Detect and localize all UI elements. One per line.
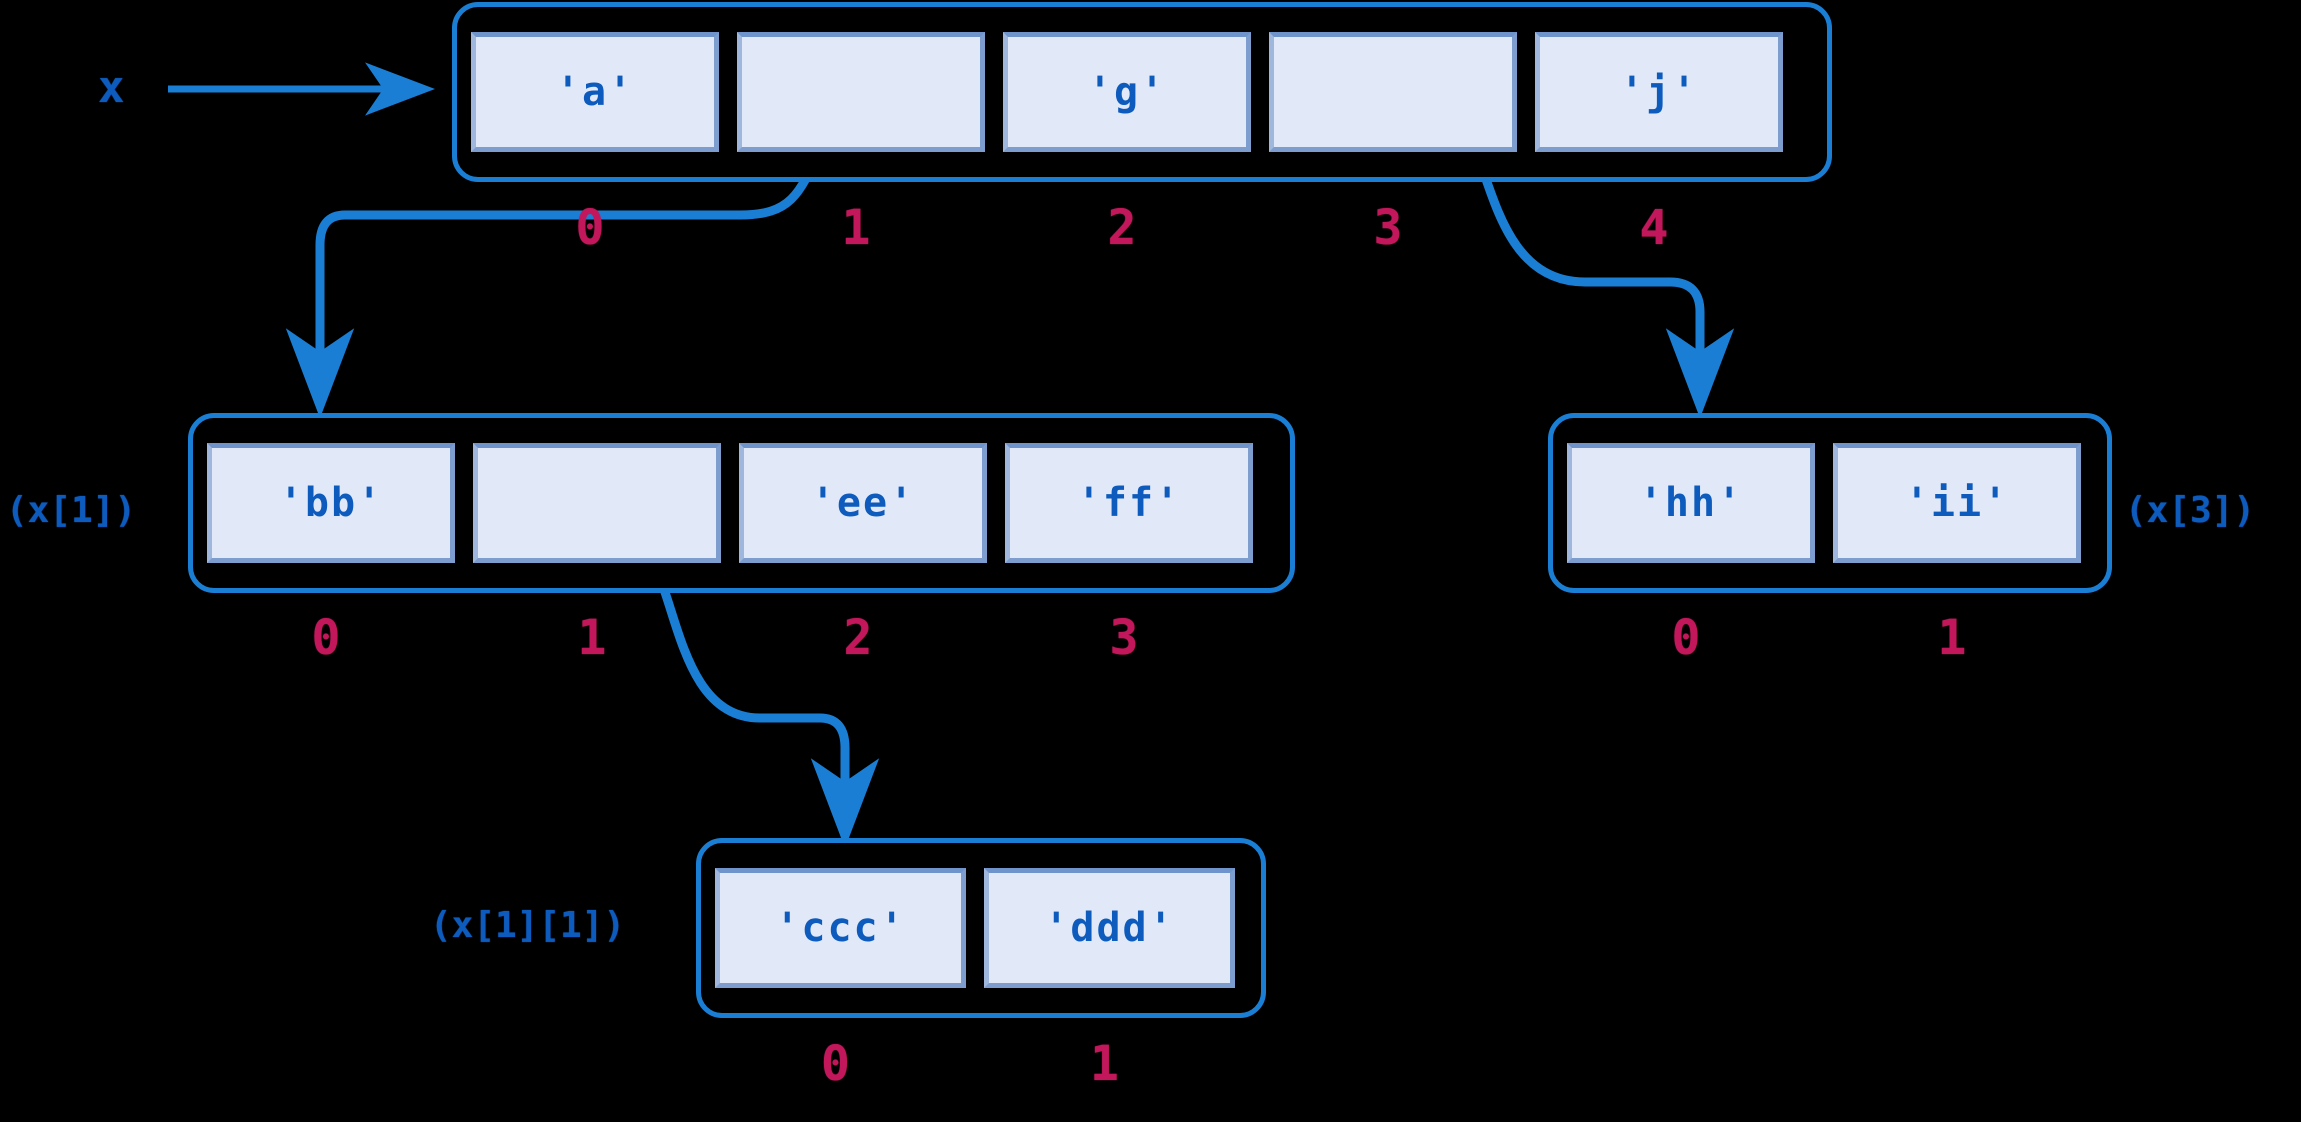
array-x-index-0: 0 xyxy=(575,200,605,256)
array-x1-1-cell-1[interactable]: 'ddd' xyxy=(984,868,1235,988)
array-x1-index-3: 3 xyxy=(1109,610,1139,666)
array-x-cell-4[interactable]: 'j' xyxy=(1535,32,1783,152)
array-x-index-1: 1 xyxy=(841,200,871,256)
array-x1-1-index-0: 0 xyxy=(821,1036,850,1092)
array-x1-1: 'ccc' 'ddd' xyxy=(696,838,1266,1018)
array-x-cell-1[interactable] xyxy=(737,32,985,152)
array-x1-side-label: (x[1]) xyxy=(6,490,137,531)
array-x-index-2: 2 xyxy=(1107,200,1137,256)
array-x-cell-3[interactable] xyxy=(1269,32,1517,152)
array-x1-cell-3[interactable]: 'ff' xyxy=(1005,443,1253,563)
array-x1: 'bb' 'ee' 'ff' xyxy=(188,413,1295,593)
array-x-cell-2[interactable]: 'g' xyxy=(1003,32,1251,152)
array-x3-index-0: 0 xyxy=(1671,610,1701,666)
array-x-index-3: 3 xyxy=(1373,200,1403,256)
array-x3-index-1: 1 xyxy=(1937,610,1967,666)
array-x-index-4: 4 xyxy=(1639,200,1669,256)
array-x3-index-row: 0 1 xyxy=(1562,610,2098,666)
array-x1-index-2: 2 xyxy=(843,610,873,666)
array-x1-cell-0[interactable]: 'bb' xyxy=(207,443,455,563)
array-x1-1-cell-0[interactable]: 'ccc' xyxy=(715,868,966,988)
array-x3: 'hh' 'ii' xyxy=(1548,413,2112,593)
array-x1-cell-2[interactable]: 'ee' xyxy=(739,443,987,563)
array-x11-side-label: (x[1][1]) xyxy=(430,905,626,946)
array-x-cell-0[interactable]: 'a' xyxy=(471,32,719,152)
connector-x3 xyxy=(1470,143,1735,419)
pointer-label-x: x xyxy=(98,62,125,113)
array-x1-cell-1[interactable] xyxy=(473,443,721,563)
array-x1-1-index-1: 1 xyxy=(1090,1036,1119,1092)
array-x3-side-label: (x[3]) xyxy=(2125,490,2256,531)
array-x1-index-0: 0 xyxy=(311,610,341,666)
array-x3-cell-1[interactable]: 'ii' xyxy=(1833,443,2081,563)
connector-x1 xyxy=(285,143,825,419)
array-x1-index-row: 0 1 2 3 xyxy=(202,610,1281,666)
array-x-index-row: 0 1 2 3 4 xyxy=(466,200,1818,256)
array-x: 'a' 'g' 'j' xyxy=(452,2,1832,182)
array-x1-index-1: 1 xyxy=(577,610,607,666)
array-x3-cell-0[interactable]: 'hh' xyxy=(1567,443,1815,563)
array-x1-1-index-row: 0 1 xyxy=(710,1036,1252,1092)
